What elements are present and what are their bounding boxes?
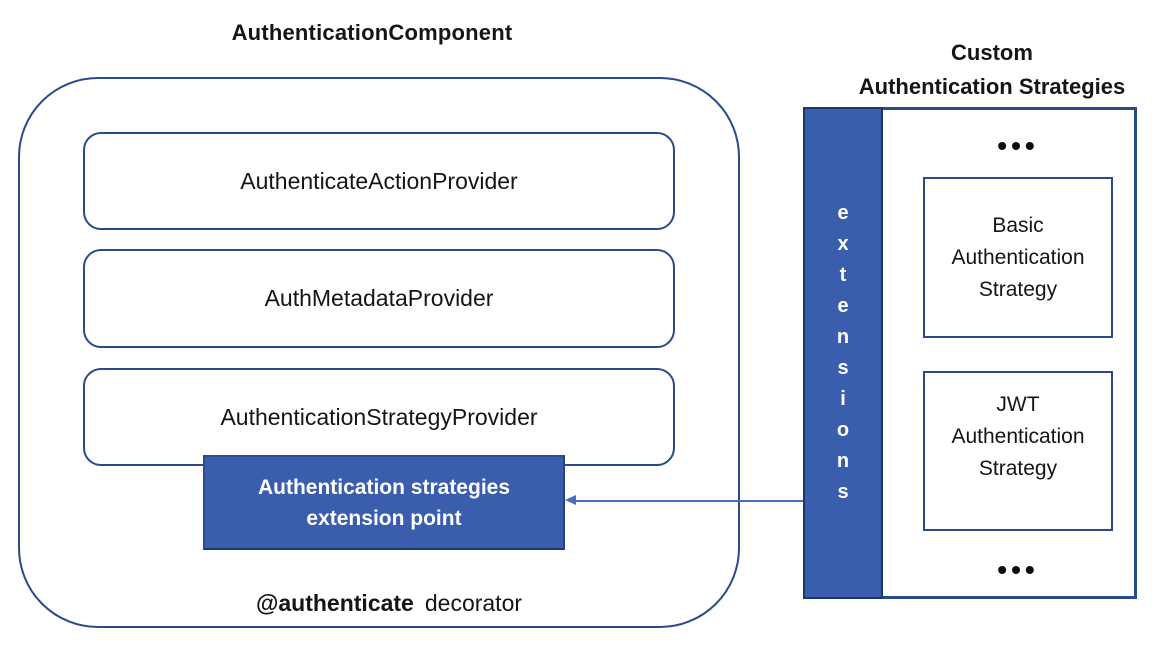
extension-point-label-line2: extension point xyxy=(306,506,462,530)
ellipsis-bottom: ••• xyxy=(997,554,1039,585)
custom-strategies-title-line2: Authentication Strategies xyxy=(858,74,1126,99)
basic-strategy-line3: Strategy xyxy=(978,277,1058,301)
authentication-component-title: AuthenticationComponent xyxy=(231,20,513,45)
basic-strategy-box: Basic Authentication Strategy xyxy=(923,177,1113,338)
authentication-strategy-provider-box: AuthenticationStrategyProvider xyxy=(83,368,675,466)
basic-strategy-line2: Authentication xyxy=(951,245,1085,269)
decorator-name: @authenticate xyxy=(255,590,414,616)
jwt-strategy-line3: Strategy xyxy=(978,457,1058,480)
auth-metadata-provider-box: AuthMetadataProvider xyxy=(83,249,675,348)
extension-point-label-line1: Authentication strategies xyxy=(257,475,511,499)
custom-strategies-title-line1: Custom xyxy=(951,40,1033,65)
jwt-strategy-box: JWT Authentication Strategy xyxy=(923,371,1113,531)
authenticate-action-provider-box: AuthenticateActionProvider xyxy=(83,132,675,230)
basic-strategy-line1: Basic xyxy=(992,213,1044,237)
extension-point-box: Authentication strategies extension poin… xyxy=(203,455,565,550)
auth-metadata-provider-label: AuthMetadataProvider xyxy=(264,285,494,311)
decorator-caption: @authenticate decorator xyxy=(18,590,760,617)
jwt-strategy-line2: Authentication xyxy=(951,425,1085,448)
arrow-left-icon xyxy=(565,495,576,505)
custom-strategies-title: Custom Authentication Strategies xyxy=(822,36,1159,104)
jwt-strategy-line1: JWT xyxy=(996,393,1040,416)
ellipsis-top: ••• xyxy=(997,130,1039,161)
decorator-suffix: decorator xyxy=(424,590,523,616)
authentication-strategy-provider-label: AuthenticationStrategyProvider xyxy=(220,403,538,430)
authenticate-action-provider-label: AuthenticateActionProvider xyxy=(240,167,518,194)
extension-arrow-line xyxy=(572,500,803,502)
